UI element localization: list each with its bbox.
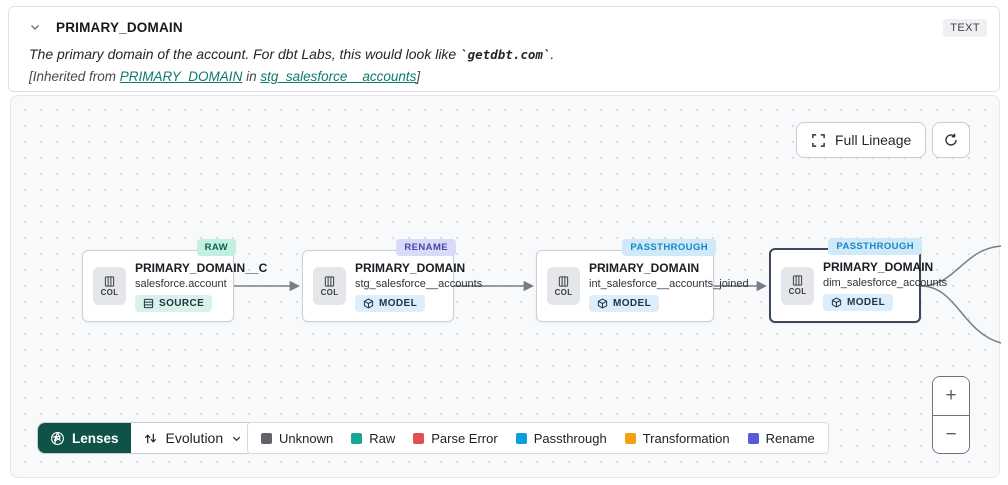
legend-item-passthrough: Passthrough <box>515 430 607 446</box>
legend-swatch-parse-error <box>413 432 425 444</box>
evolution-icon <box>144 433 156 443</box>
node-evolution-tag: RENAME <box>396 239 456 256</box>
node-type-badge: SOURCE <box>135 295 213 312</box>
node-title: PRIMARY_DOMAIN <box>823 260 934 274</box>
node-subtitle: int_salesforce__accounts_joined <box>589 278 749 290</box>
columns-icon <box>558 275 569 287</box>
page-title: PRIMARY_DOMAIN <box>56 19 183 35</box>
column-chip-label: COL <box>788 287 807 296</box>
description-period: . <box>550 46 555 62</box>
legend-label: Parse Error <box>431 430 498 446</box>
zoom-controls: + − <box>932 376 970 454</box>
legend-item-rename: Rename <box>747 430 815 446</box>
legend-item-transformation: Transformation <box>624 430 730 446</box>
inherited-middle: in <box>242 69 261 84</box>
inherited-model-link[interactable]: stg_salesforce__accounts <box>260 69 417 84</box>
legend-label: Unknown <box>279 430 334 446</box>
lineage-node-stg[interactable]: RENAME COL PRIMARY_DOMAIN stg_salesforce… <box>302 239 483 322</box>
legend-item-unknown: Unknown <box>261 431 333 446</box>
legend-swatch-unknown <box>261 432 272 444</box>
full-lineage-label: Full Lineage <box>835 132 912 148</box>
node-evolution-tag: RAW <box>196 239 236 256</box>
expand-icon <box>812 133 825 147</box>
column-chip-label: COL <box>100 287 119 297</box>
node-type-badge: MODEL <box>589 295 660 312</box>
legend-label: Passthrough <box>533 430 607 446</box>
legend-swatch-passthrough <box>515 432 527 444</box>
lenses-button[interactable]: Lenses <box>38 423 131 453</box>
description-code: `getdbt.com` <box>460 47 551 62</box>
node-subtitle: stg_salesforce__accounts <box>355 278 483 290</box>
legend-label: Raw <box>369 430 396 446</box>
model-icon <box>831 297 842 308</box>
column-chip: COL <box>781 266 814 305</box>
column-header-card: PRIMARY_DOMAIN TEXT The primary domain o… <box>8 6 1000 92</box>
description-text: The primary domain of the account. For d… <box>29 46 461 62</box>
node-type-label: SOURCE <box>159 298 205 309</box>
column-chip: COL <box>93 267 126 305</box>
legend-item-parse-error: Parse Error <box>413 430 498 446</box>
column-chip-label: COL <box>554 287 573 297</box>
column-description: The primary domain of the account. For d… <box>29 46 987 62</box>
zoom-in-button[interactable]: + <box>933 377 969 415</box>
title-row: PRIMARY_DOMAIN <box>29 16 987 38</box>
column-chip-label: COL <box>320 287 339 297</box>
model-icon <box>363 298 374 309</box>
evolution-legend: Unknown Raw Parse Error Passthrough Tran… <box>247 422 829 454</box>
refresh-icon <box>945 133 957 146</box>
column-chip: COL <box>547 267 580 305</box>
node-type-label: MODEL <box>847 297 886 308</box>
legend-swatch-rename <box>747 432 759 444</box>
lineage-node-source[interactable]: RAW COL PRIMARY_DOMAIN__C salesforce.acc… <box>82 239 268 322</box>
node-type-label: MODEL <box>379 298 418 309</box>
lineage-canvas[interactable]: RAW COL PRIMARY_DOMAIN__C salesforce.acc… <box>10 95 1001 478</box>
node-evolution-tag: PASSTHROUGH <box>622 239 716 256</box>
lens-selected-label: Evolution <box>165 430 224 446</box>
node-type-badge: MODEL <box>823 294 894 311</box>
legend-label: Rename <box>765 430 815 446</box>
node-evolution-tag: PASSTHROUGH <box>828 238 922 255</box>
node-title: PRIMARY_DOMAIN <box>355 261 466 275</box>
legend-swatch-transformation <box>624 432 636 444</box>
columns-icon <box>104 275 115 287</box>
zoom-out-button[interactable]: − <box>933 415 969 453</box>
node-type-badge: MODEL <box>355 295 426 312</box>
model-icon <box>597 298 608 309</box>
collapse-chevron-icon[interactable] <box>29 21 41 33</box>
inherited-prefix: [Inherited from <box>29 69 120 84</box>
node-title: PRIMARY_DOMAIN__C <box>135 261 268 275</box>
chevron-down-icon <box>232 436 241 441</box>
lens-aperture-icon <box>51 431 64 445</box>
node-subtitle: salesforce.account <box>135 278 227 290</box>
inherited-column-link[interactable]: PRIMARY_DOMAIN <box>119 69 243 84</box>
full-lineage-button[interactable]: Full Lineage <box>796 122 927 158</box>
lenses-label: Lenses <box>72 430 119 446</box>
node-title: PRIMARY_DOMAIN <box>589 261 700 275</box>
source-icon <box>143 298 154 309</box>
legend-label: Transformation <box>642 430 730 446</box>
lens-selector-dropdown[interactable]: Evolution <box>131 423 255 453</box>
column-chip: COL <box>313 267 346 305</box>
columns-icon <box>792 275 803 286</box>
node-type-label: MODEL <box>613 298 652 309</box>
lens-control: Lenses Evolution <box>37 422 256 454</box>
node-subtitle: dim_salesforce_accounts <box>823 277 948 289</box>
type-badge: TEXT <box>943 19 987 37</box>
legend-swatch-raw <box>351 432 363 444</box>
legend-item-raw: Raw <box>351 431 395 446</box>
refresh-button[interactable] <box>932 122 970 158</box>
lineage-node-dim-selected[interactable]: PASSTHROUGH COL PRIMARY_DOMAIN dim_sales… <box>769 238 948 323</box>
inherited-line: [Inherited from PRIMARY_DOMAIN in stg_sa… <box>29 69 987 84</box>
inherited-suffix: ] <box>416 69 421 84</box>
columns-icon <box>324 275 335 287</box>
lineage-node-int[interactable]: PASSTHROUGH COL PRIMARY_DOMAIN int_sales… <box>536 239 749 322</box>
